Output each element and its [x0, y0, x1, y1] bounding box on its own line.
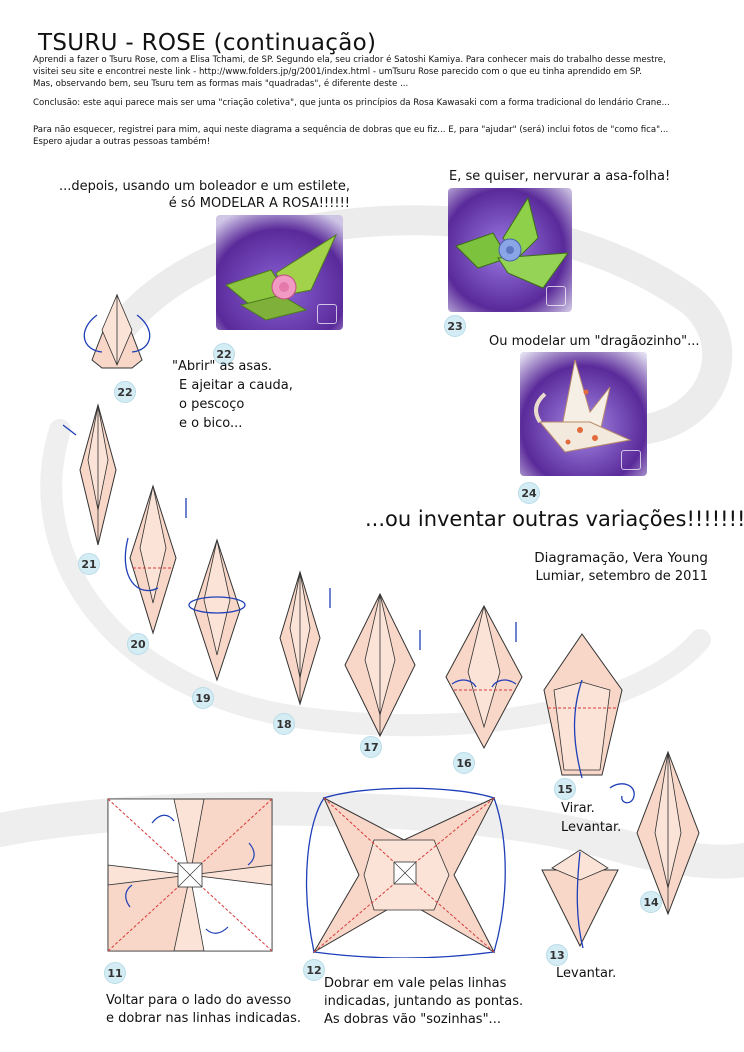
caption-inventar: ...ou inventar outras variações!!!!!!! — [365, 507, 744, 531]
turn-over-icon — [609, 783, 635, 804]
page-title: TSURU - ROSE (continuação) — [38, 30, 377, 56]
photo-number-24: 24 — [518, 482, 540, 504]
photo-number-22: 22 — [213, 343, 235, 365]
photo-number-23: 23 — [444, 315, 466, 337]
caption-modelar-line2: é só MODELAR A ROSA!!!!!! — [168, 196, 350, 211]
intro-line-1: Aprendi a fazer o Tsuru Rose, com a Elis… — [33, 55, 666, 65]
caption-step11-1: Voltar para o lado do avesso — [106, 993, 292, 1008]
step-number-13: 13 — [546, 944, 568, 966]
diagram-step-14 — [636, 750, 700, 916]
watermark-logo — [317, 304, 337, 324]
step-number-12: 12 — [303, 959, 325, 981]
step-number-17: 17 — [360, 736, 382, 758]
caption-abrir-4: e o bico... — [179, 416, 243, 431]
photo-dragon — [520, 352, 647, 476]
caption-step12-1: Dobrar em vale pelas linhas — [324, 976, 507, 991]
caption-abrir-2: E ajeitar a cauda, — [179, 378, 293, 393]
caption-modelar-line1: ...depois, usando um boleador e um estil… — [58, 179, 350, 194]
diagram-step-13 — [541, 849, 619, 949]
caption-levantar-13: Levantar. — [556, 966, 617, 981]
caption-dragao: Ou modelar um "dragãozinho"... — [489, 334, 700, 349]
diagram-step-19 — [188, 538, 246, 682]
credit-local-data: Lumiar, setembro de 2011 — [535, 569, 709, 584]
step-number-16: 16 — [453, 752, 475, 774]
intro-line-3: Mas, observando bem, seu Tsuru tem as fo… — [33, 79, 409, 89]
caption-levantar-15: Levantar. — [561, 820, 622, 835]
diagram-step-18 — [279, 570, 331, 706]
conclusion-text: Conclusão: este aqui parece mais ser uma… — [33, 98, 670, 108]
caption-step12-2: indicadas, juntando as pontas. — [324, 994, 524, 1009]
step-number-18: 18 — [273, 713, 295, 735]
caption-nervurar: E, se quiser, nervurar a asa-folha! — [449, 169, 671, 184]
diagram-step-15 — [543, 633, 623, 779]
step-number-14: 14 — [640, 891, 662, 913]
caption-virar: Virar. — [561, 801, 595, 816]
caption-abrir-1: "Abrir" as asas. — [172, 359, 273, 374]
diagram-step-16 — [445, 604, 523, 750]
step-number-21: 21 — [78, 553, 100, 575]
step-number-11: 11 — [104, 962, 126, 984]
note-line-2: Espero ajudar a outras pessoas também! — [33, 137, 211, 147]
diagram-step-21 — [62, 403, 117, 546]
step-number-22: 22 — [114, 381, 136, 403]
credit-diagramacao: Diagramação, Vera Young — [534, 550, 708, 566]
step-number-15: 15 — [554, 778, 576, 800]
caption-step12-3: As dobras vão "sozinhas"... — [324, 1012, 501, 1027]
note-line-1: Para não esquecer, registrei para mim, a… — [33, 125, 669, 135]
diagram-step-20 — [124, 484, 187, 635]
step-number-20: 20 — [127, 633, 149, 655]
diagram-step-17 — [344, 592, 421, 738]
step-number-19: 19 — [192, 687, 214, 709]
diagram-step-11 — [107, 798, 273, 952]
diagram-step-22 — [83, 293, 151, 369]
photo-rose-crane — [216, 215, 343, 330]
diagram-step-12 — [305, 787, 506, 958]
caption-abrir-3: o pescoço — [179, 397, 245, 412]
photo-veined-leaf — [448, 188, 572, 312]
watermark-logo — [546, 286, 566, 306]
watermark-logo — [621, 450, 641, 470]
caption-step11-2: e dobrar nas linhas indicadas. — [106, 1011, 302, 1026]
intro-line-2: visitei seu site e encontrei neste link … — [33, 67, 642, 77]
